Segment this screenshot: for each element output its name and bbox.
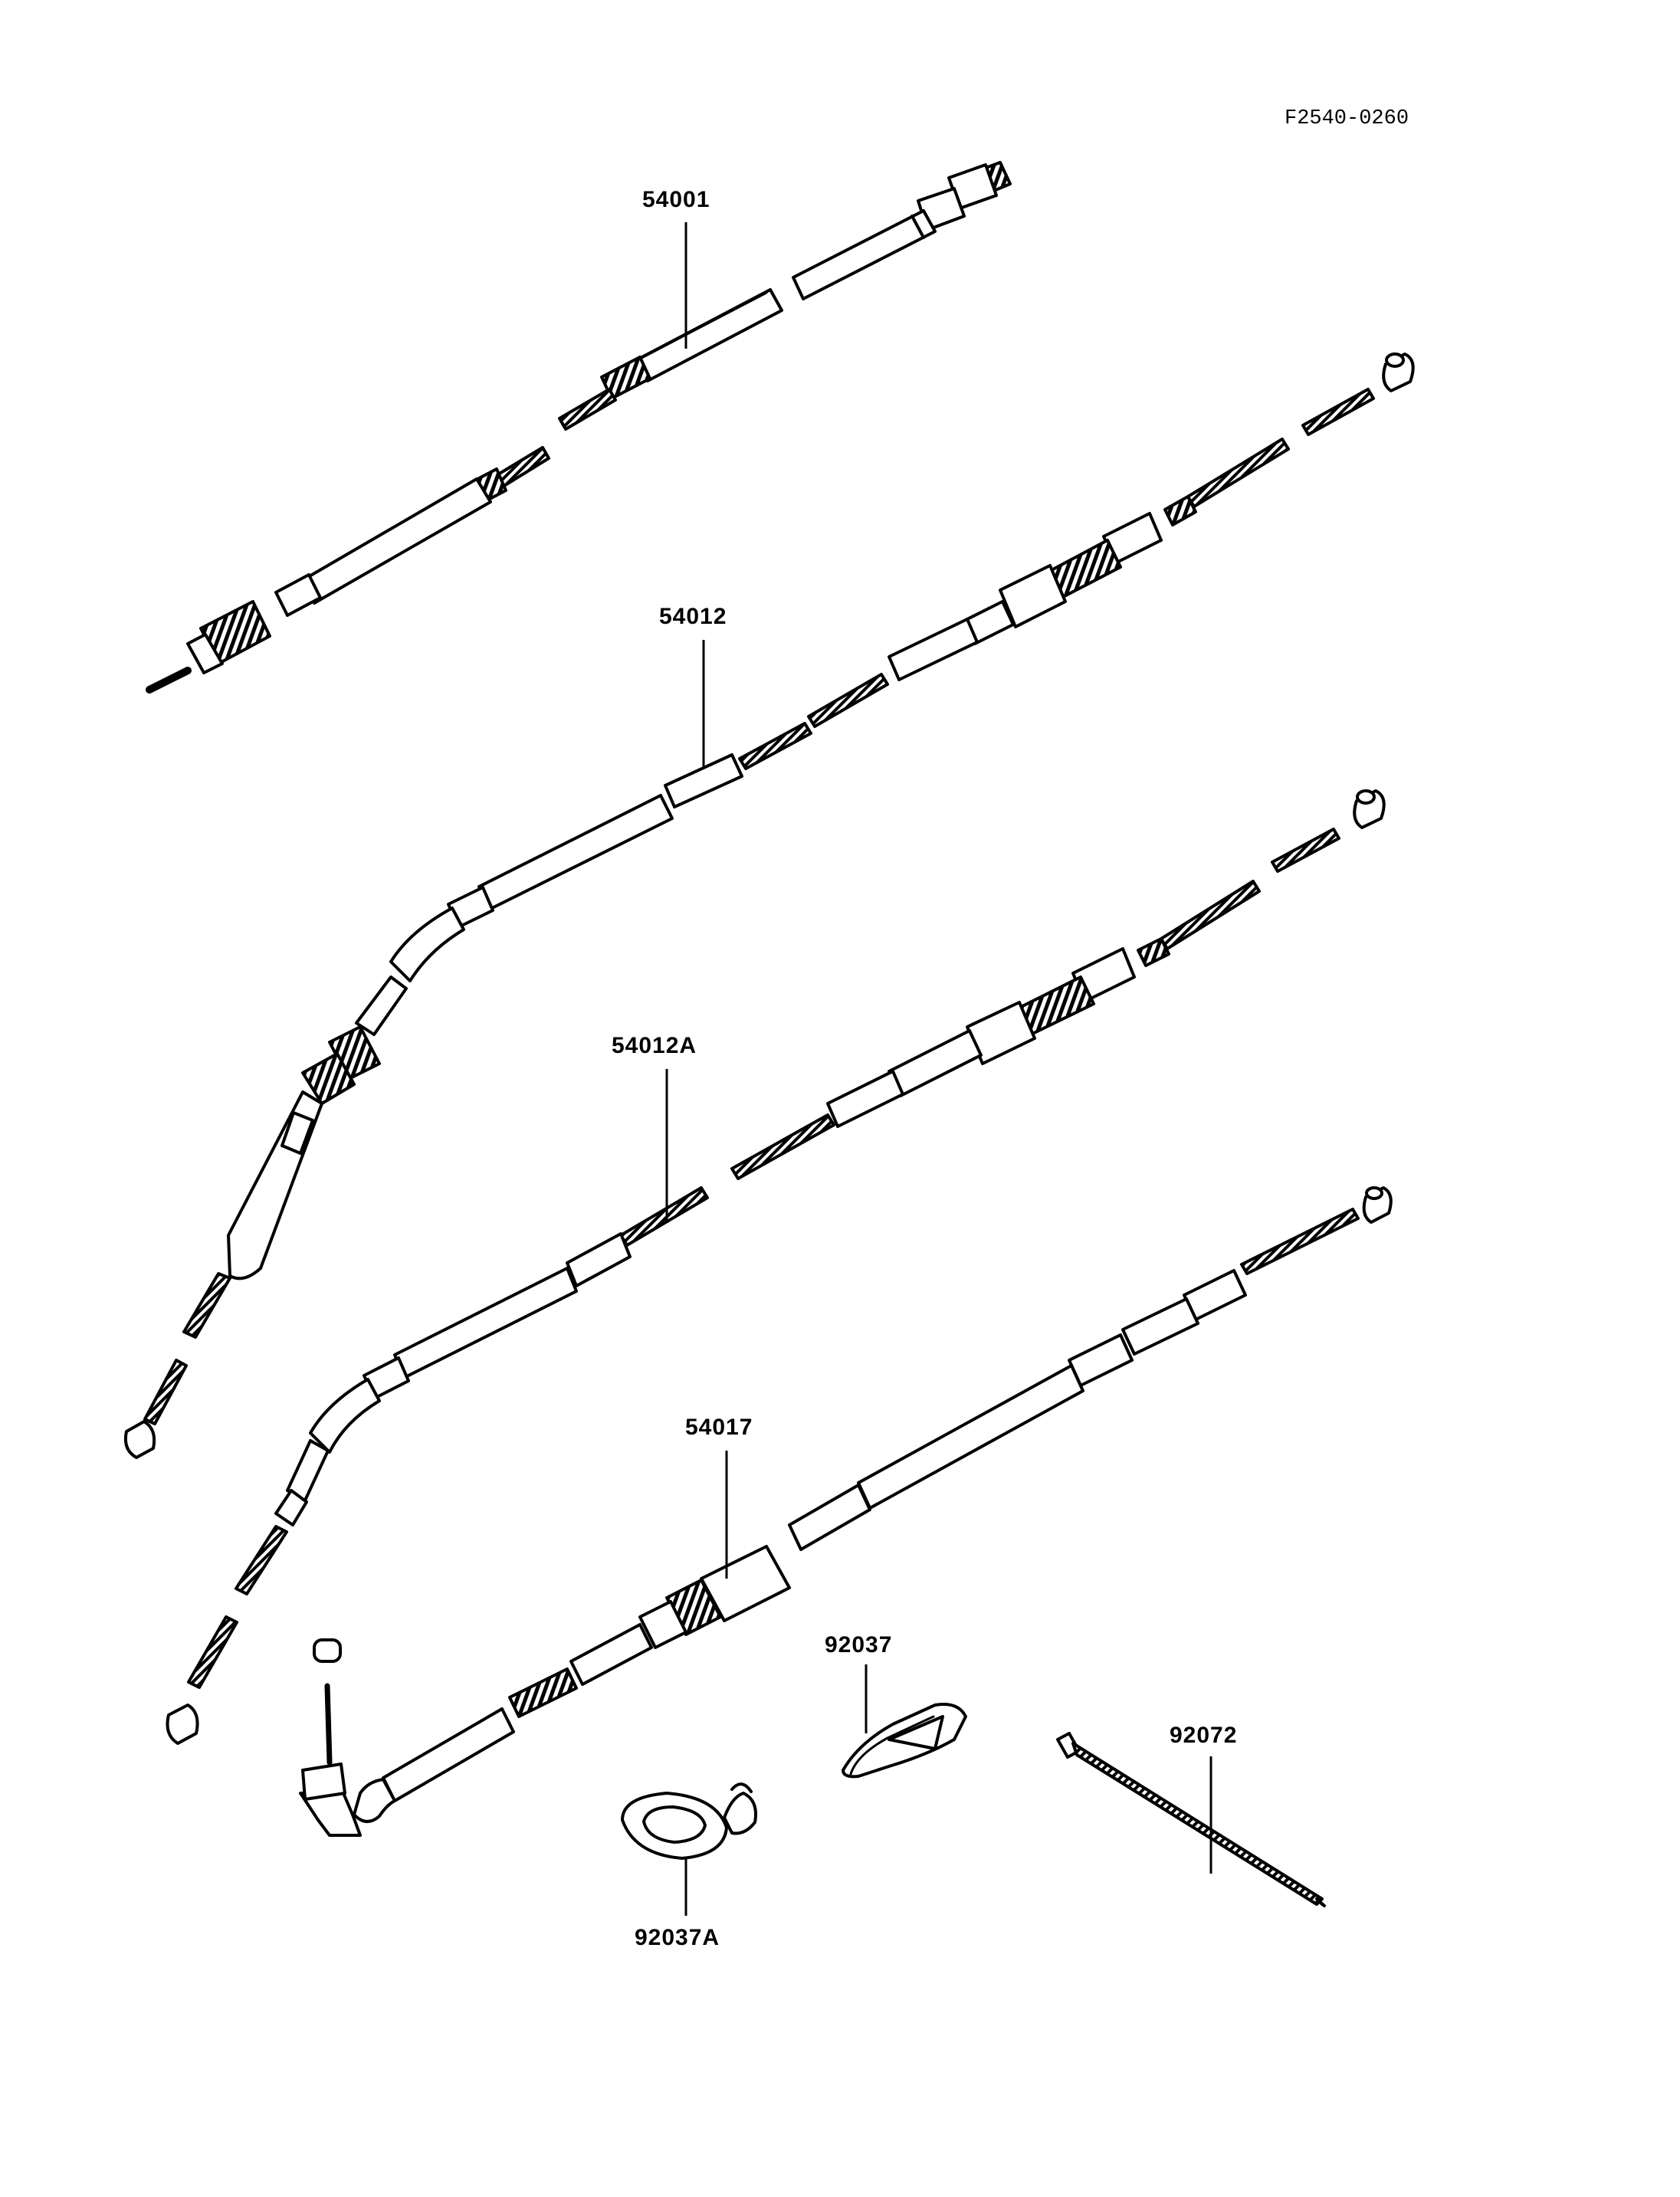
cable-54012A xyxy=(166,789,1386,1745)
clip-92037 xyxy=(842,1703,967,1779)
leader-lines xyxy=(665,222,1212,1916)
drawing-code: F2540-0260 xyxy=(1285,107,1409,130)
part-label-54017: 54017 xyxy=(685,1415,753,1440)
part-label-54001: 54001 xyxy=(642,187,710,212)
part-label-92037: 92037 xyxy=(825,1632,893,1658)
cable-tie-92072 xyxy=(1056,1732,1326,1907)
clamp-92037A xyxy=(621,1782,757,1860)
cable-54012 xyxy=(123,353,1415,1459)
part-label-92072: 92072 xyxy=(1170,1723,1238,1748)
part-label-92037A: 92037A xyxy=(635,1925,720,1950)
cable-54001 xyxy=(146,161,1012,694)
cable-54017 xyxy=(299,1186,1393,1837)
part-label-54012A: 54012A xyxy=(612,1033,697,1058)
part-label-54012: 54012 xyxy=(659,604,727,629)
